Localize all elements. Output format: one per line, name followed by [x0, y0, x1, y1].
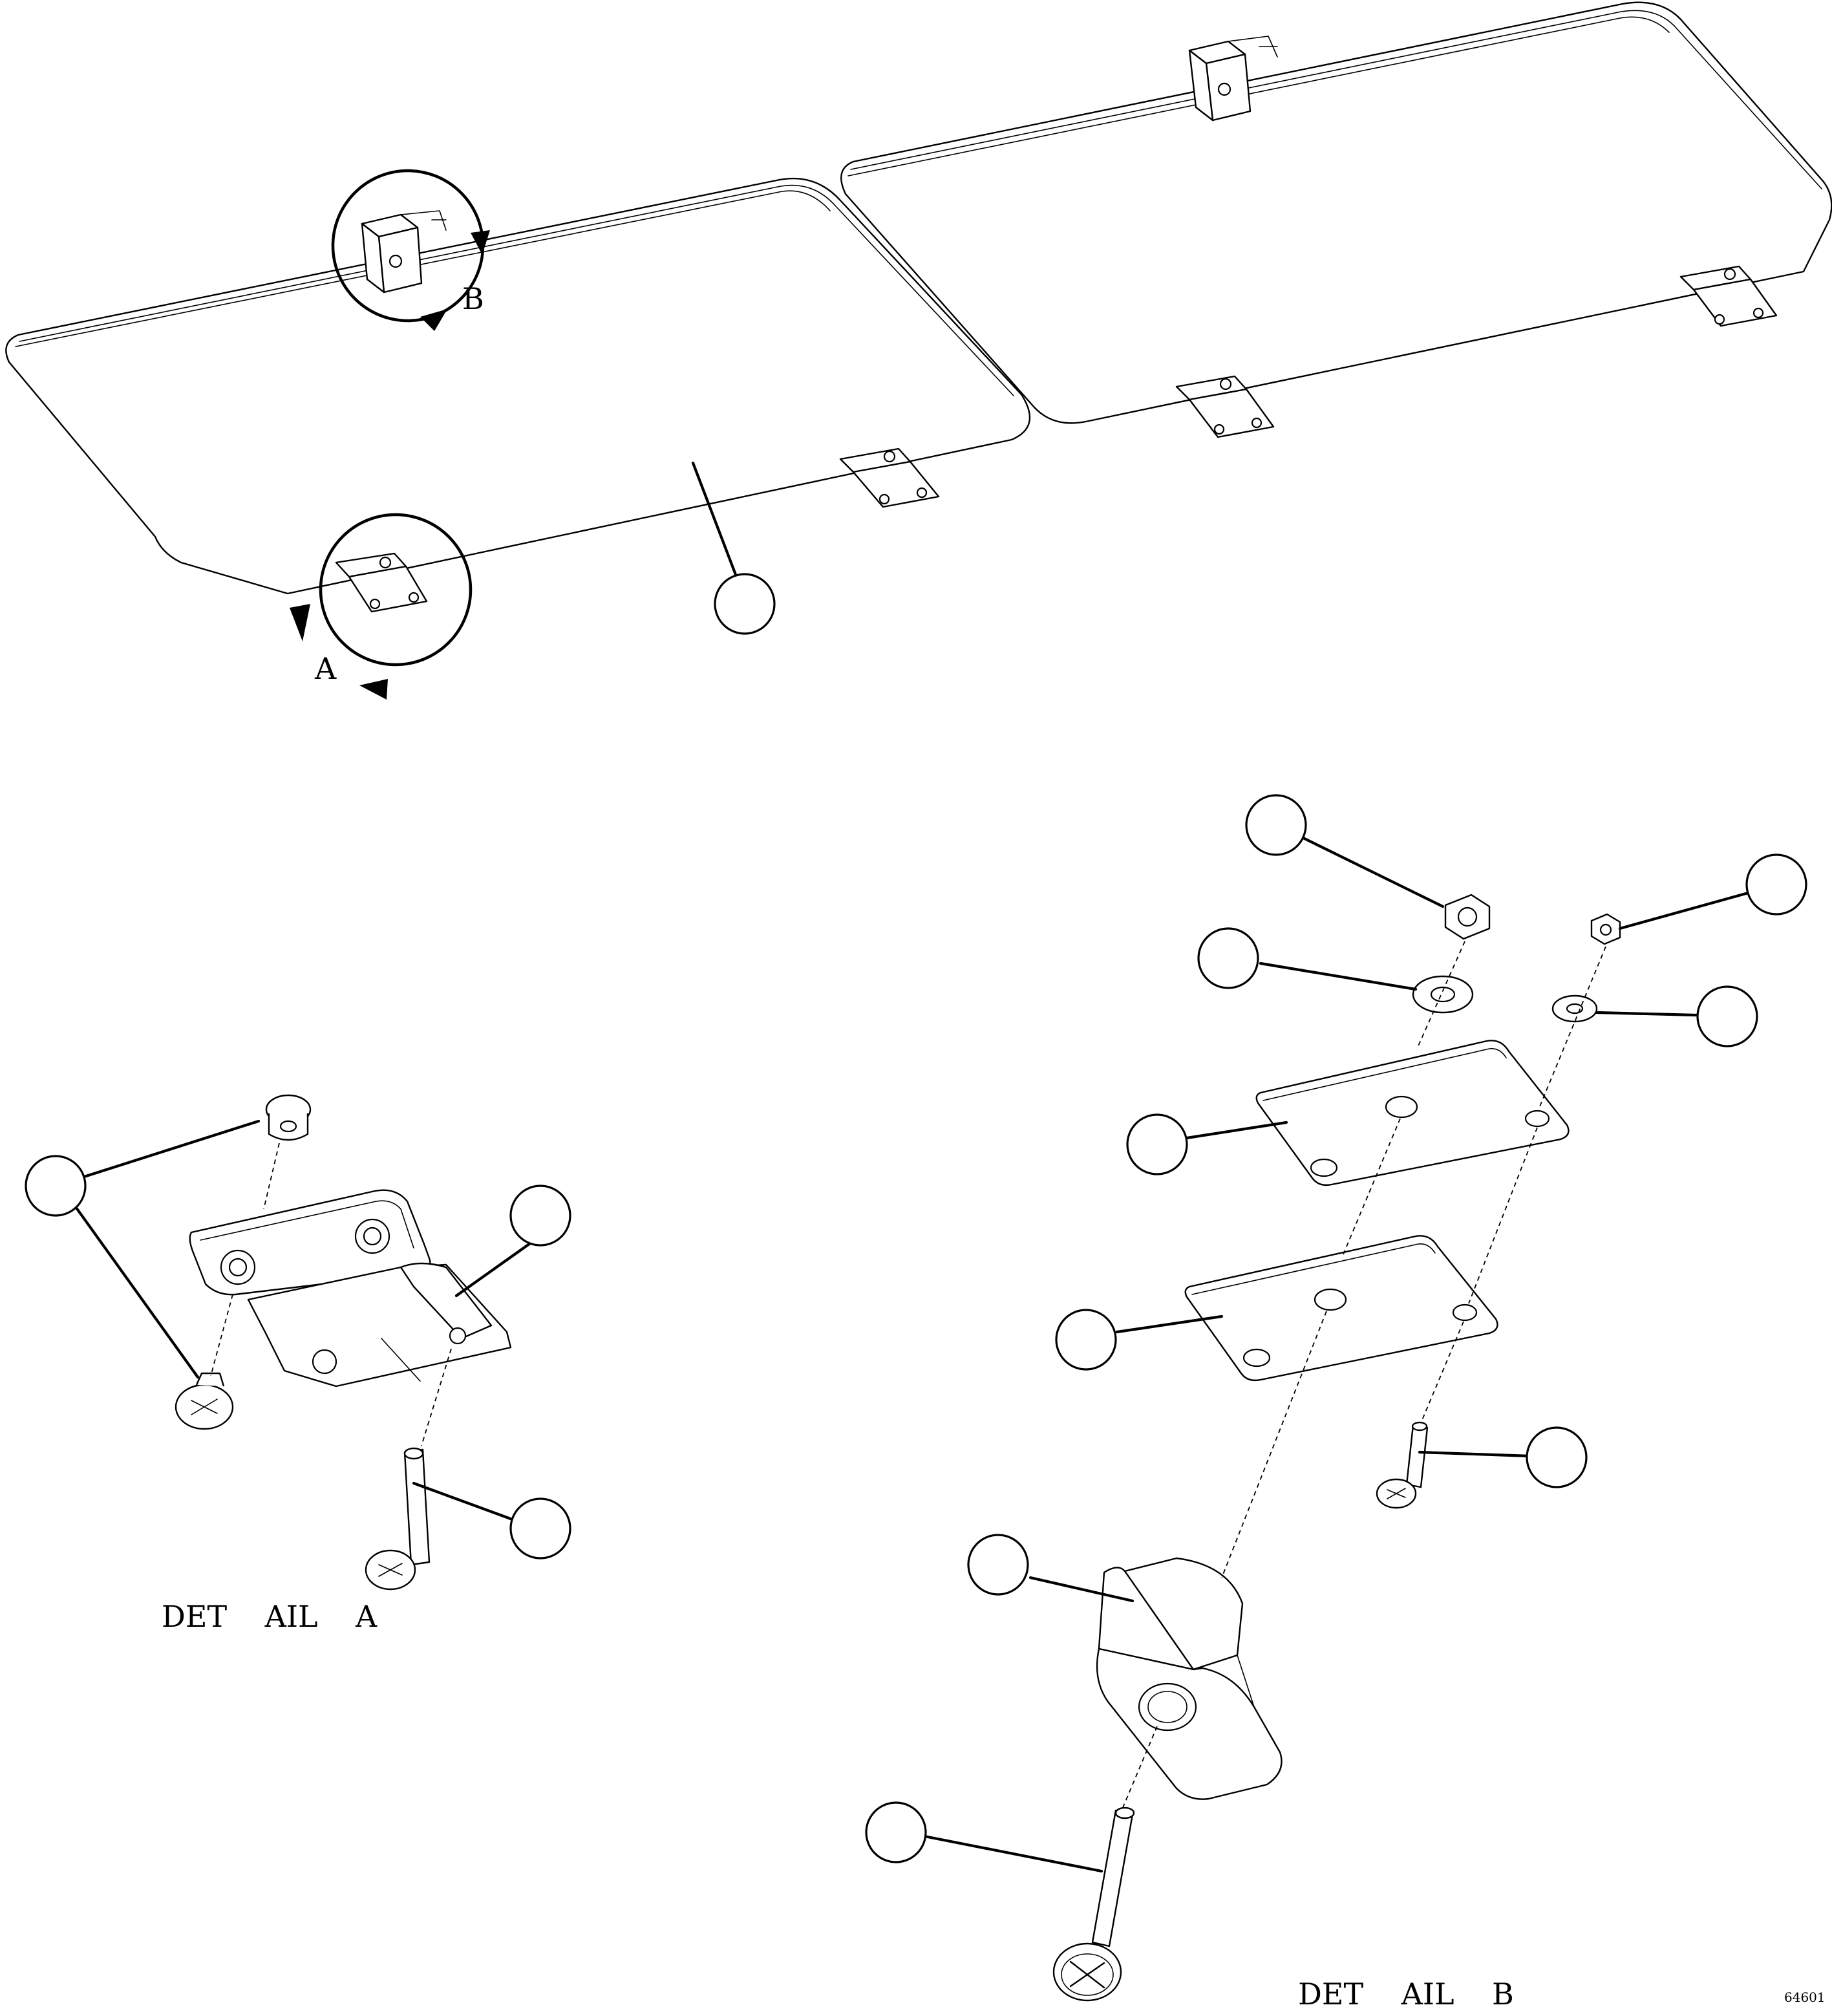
detail-b-caption: DET AIL B — [1298, 1977, 1514, 2011]
detail-a-balloon-hinge — [509, 1185, 571, 1247]
detail-b-large-nut — [1444, 894, 1491, 940]
detail-circle-b — [331, 169, 490, 331]
handle-block-right-panel — [1188, 36, 1278, 122]
detail-b-leader-large-washer — [1259, 961, 1418, 991]
detail-b-leader-lower-plate — [1115, 1314, 1224, 1334]
left-panel — [5, 177, 1031, 595]
detail-b-small-nut — [1590, 913, 1621, 945]
detail-a-caption: DET AIL A — [162, 1599, 378, 1634]
detail-a-leader-hinge — [454, 1237, 538, 1298]
detail-b-balloon-small-washer — [1696, 985, 1758, 1047]
hinge-bracket-right-panel-middle — [1175, 375, 1275, 438]
detail-a-leader-cap — [82, 1119, 261, 1179]
detail-b-leader-small-pin — [1418, 1450, 1533, 1458]
detail-b-leader-large-nut — [1301, 836, 1445, 908]
detail-marker-a: A — [314, 651, 337, 686]
detail-b-block — [1096, 1557, 1283, 1800]
detail-b-balloon-small-nut — [1745, 853, 1807, 916]
detail-b-small-pin — [1376, 1421, 1429, 1509]
detail-a-balloon-screw — [25, 1155, 87, 1217]
detail-b-leader-small-washer — [1595, 1011, 1698, 1017]
detail-b-long-pin — [1052, 1807, 1135, 2002]
panel-assembly: B A — [5, 1, 1832, 700]
detail-marker-b: B — [462, 281, 484, 316]
hinge-bracket-left-panel — [335, 552, 428, 613]
main-panel-leader — [691, 461, 739, 580]
detail-b-balloon-block — [967, 1534, 1029, 1596]
detail-b: DET AIL B — [865, 794, 1807, 2011]
right-panel — [840, 1, 1832, 424]
detail-circle-a — [290, 513, 473, 700]
detail-a-balloon-pin — [509, 1497, 571, 1560]
detail-a-hinge — [189, 1189, 512, 1388]
detail-b-leader-upper-plate — [1185, 1121, 1288, 1140]
detail-b-balloon-long-pin — [865, 1801, 927, 1863]
detail-b-upper-plate — [1255, 1040, 1570, 1186]
detail-a-screw — [175, 1372, 234, 1430]
detail-b-leader-block — [1028, 1576, 1134, 1603]
detail-b-balloon-lower-plate — [1055, 1309, 1117, 1371]
hinge-bracket-left-panel-middle — [839, 447, 940, 508]
detail-a: DET AIL A — [25, 1094, 571, 1634]
detail-b-leader-small-nut — [1618, 890, 1752, 930]
detail-b-balloon-upper-plate — [1126, 1113, 1188, 1175]
detail-b-balloon-large-washer — [1197, 927, 1259, 989]
hinge-bracket-right-panel-end — [1679, 265, 1778, 327]
detail-b-small-washer — [1551, 994, 1598, 1023]
main-panel-balloon — [714, 573, 776, 635]
detail-b-lower-plate — [1184, 1235, 1498, 1382]
detail-a-leader-pin — [412, 1481, 518, 1523]
detail-a-screw-cap — [265, 1094, 312, 1141]
detail-b-balloon-small-pin — [1526, 1426, 1588, 1488]
detail-b-large-washer — [1412, 975, 1474, 1014]
detail-a-leader-screw — [74, 1206, 200, 1379]
detail-b-leader-long-pin — [922, 1834, 1103, 1873]
handle-block-left-panel — [361, 210, 447, 294]
detail-b-balloon-large-nut — [1245, 794, 1307, 856]
detail-a-pin — [365, 1447, 431, 1591]
document-number: 64601 — [1784, 1989, 1826, 2005]
